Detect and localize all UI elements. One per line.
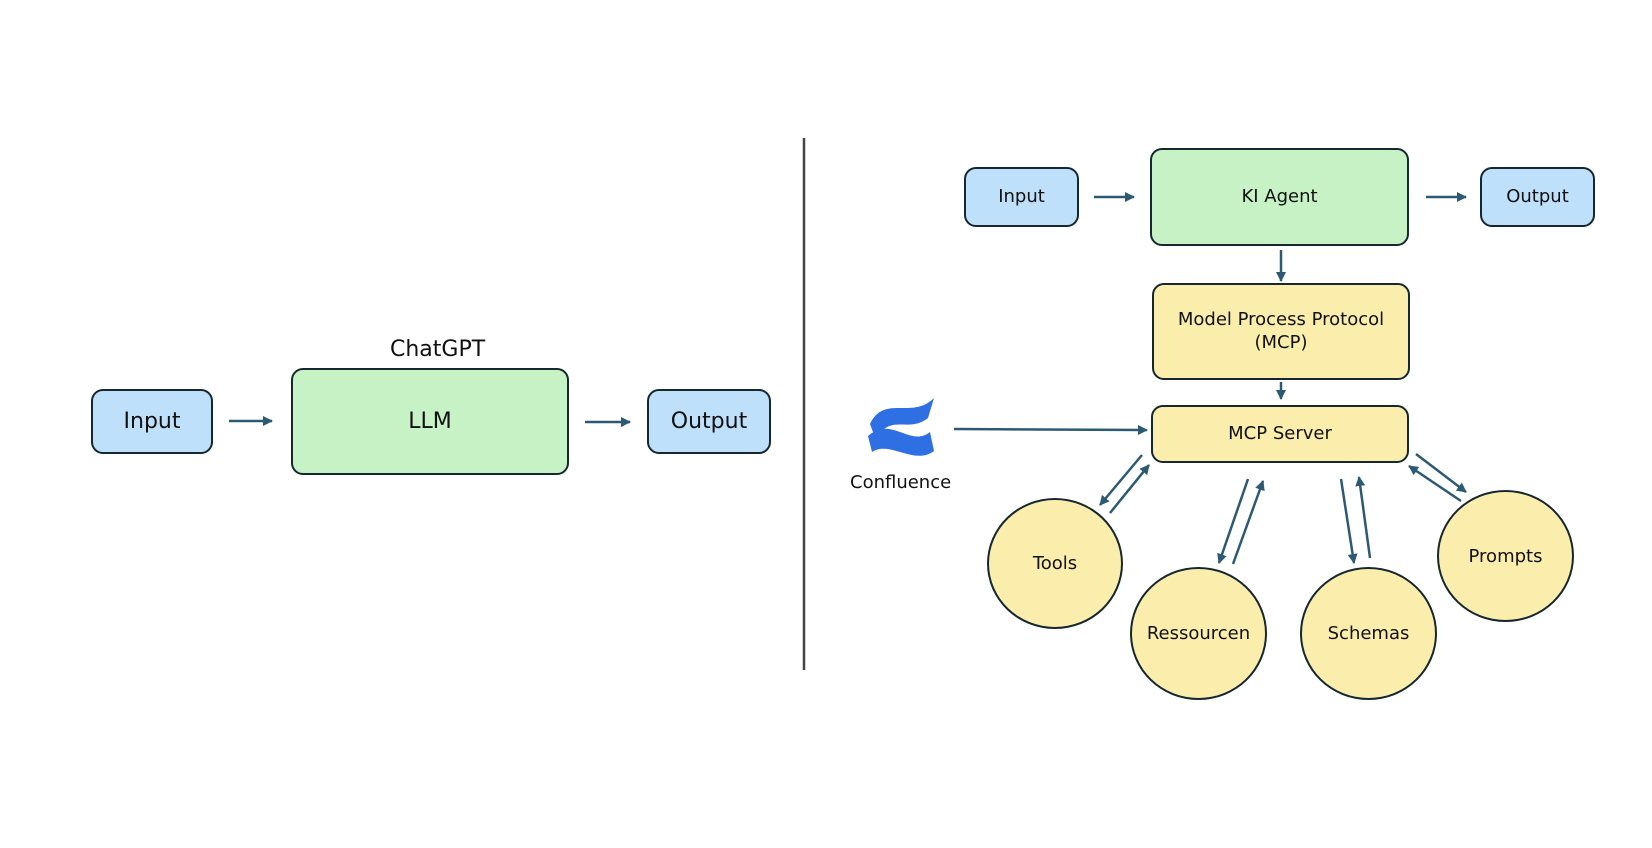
arrow-prompts-to-server [1408,464,1462,503]
arrow-server-to-schemas [1339,478,1358,564]
left-input-label: Input [123,408,181,434]
llm-label: LLM [408,408,452,434]
prompts-circle: Prompts [1437,490,1574,622]
left-output-label: Output [670,408,748,434]
tools-label: Tools [1032,553,1078,574]
ki-agent-label: KI Agent [1241,185,1318,207]
confluence-label: Confluence [850,472,952,493]
mcp-label-line1: Model Process Protocol [1177,309,1385,330]
mcp-server-box: MCP Server [1151,405,1409,463]
arrow-tools-to-server [1109,464,1150,514]
ressourcen-circle: Ressourcen [1130,567,1267,700]
mcp-label-line2: (MCP) [1254,331,1308,353]
left-output-box: Output [647,389,771,454]
llm-box: LLM [291,368,569,475]
arrow-ressourcen-to-server [1231,480,1265,565]
mcp-server-label: MCP Server [1228,422,1332,444]
right-output-label: Output [1506,185,1569,207]
arrow-server-to-tools [1099,454,1143,506]
confluence-logo [868,398,934,456]
tools-circle: Tools [987,498,1123,629]
right-output-box: Output [1480,167,1595,227]
mcp-box: Model Process Protocol (MCP) [1152,283,1410,380]
schemas-label: Schemas [1327,623,1410,644]
right-input-box: Input [964,167,1079,227]
arrow-server-to-ressourcen [1217,478,1250,564]
schemas-circle: Schemas [1300,567,1437,700]
llm-caption: ChatGPT [390,337,486,362]
left-input-box: Input [91,389,213,454]
ressourcen-label: Ressourcen [1146,623,1251,644]
right-input-label: Input [998,185,1045,207]
arrow-confluence-to-server [953,424,1148,435]
arrow-server-to-prompts [1415,453,1467,493]
arrow-schemas-to-server [1355,476,1372,559]
prompts-label: Prompts [1468,545,1543,567]
ki-agent-box: KI Agent [1150,148,1409,246]
